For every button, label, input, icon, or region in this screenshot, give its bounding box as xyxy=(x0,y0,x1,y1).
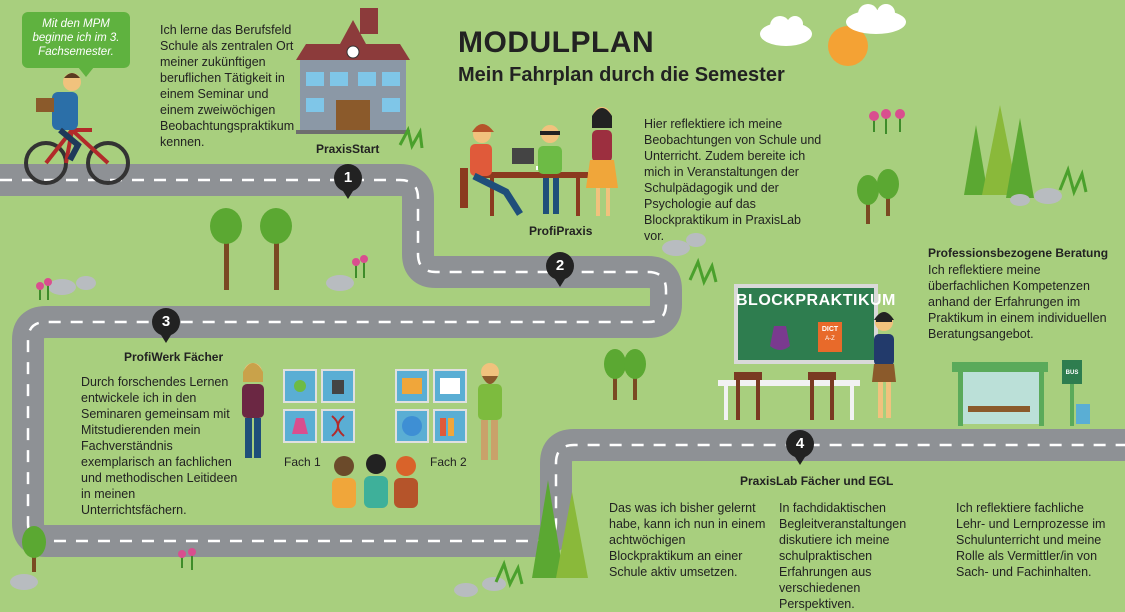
station-1-text: Ich lerne das Berufsfeld Schule als zent… xyxy=(160,23,295,149)
school-building-illustration xyxy=(296,8,410,134)
fach-2-label: Fach 2 xyxy=(430,455,467,469)
bus-stop-illustration xyxy=(952,360,1090,426)
station-4-name: PraxisLab Fächer und EGL xyxy=(740,474,894,488)
station-4-text-c: Ich reflektiere fachliche Lehr- und Lern… xyxy=(956,501,1106,579)
station-4-text-b: In fachdidaktischen Begleitveranstaltung… xyxy=(779,501,907,611)
dict-label: DICT xyxy=(821,326,839,333)
cloud xyxy=(760,4,906,46)
bus-sign-label: BUS xyxy=(1065,370,1079,376)
road-dashes xyxy=(0,178,1125,543)
page-title: MODULPLAN xyxy=(458,26,655,59)
station-2-marker: 2 xyxy=(546,252,574,287)
station-2-text: Hier reflektiere ich meine Beobachtungen… xyxy=(644,117,822,243)
station-4-marker: 4 xyxy=(786,430,814,465)
station-1-name: PraxisStart xyxy=(316,142,380,156)
station-2-name: ProfiPraxis xyxy=(529,224,593,238)
blackboard-label: BLOCKPRAKTIKUM xyxy=(736,292,896,309)
flower xyxy=(36,109,1088,589)
fach-1-label: Fach 1 xyxy=(284,455,321,469)
beratung-text: Ich reflektiere meine überfachlichen Kom… xyxy=(928,263,1107,341)
station-3-marker: 3 xyxy=(152,308,180,343)
dict-sub-label: A-Z xyxy=(825,336,835,342)
station-4-text-a: Das was ich bisher gelernt habe, kann ic… xyxy=(609,501,766,579)
blockpraktikum-illustration xyxy=(718,284,896,420)
station-3-text: Durch forschendes Lernen entwickele ich … xyxy=(81,375,238,517)
station-3-name: ProfiWerk Fächer xyxy=(124,350,224,364)
cyclist-illustration xyxy=(24,73,130,185)
profipraxis-illustration xyxy=(460,107,618,216)
profiwerk-illustration xyxy=(242,363,502,508)
stone xyxy=(10,188,1062,597)
speech-bubble: Mit den MPM beginne ich im 3. Fachsemest… xyxy=(22,12,130,77)
tree xyxy=(22,105,1034,578)
sun xyxy=(828,26,868,66)
station-1-marker: 1 xyxy=(334,164,362,199)
beratung-title: Professionsbezogene Beratung xyxy=(928,246,1109,260)
page-subtitle: Mein Fahrplan durch die Semester xyxy=(458,64,785,86)
